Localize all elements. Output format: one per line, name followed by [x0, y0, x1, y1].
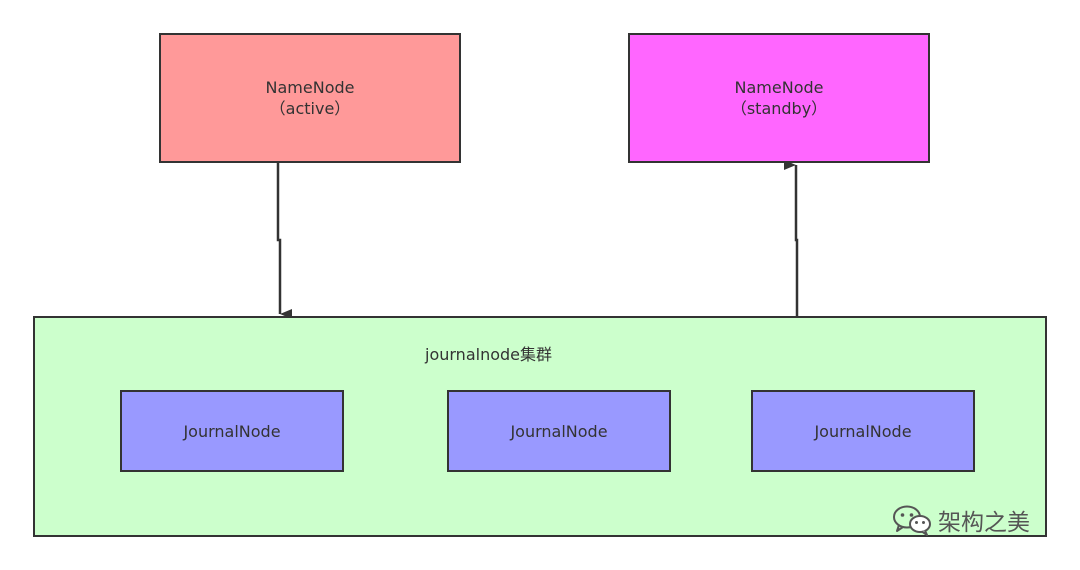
wechat-icon: [893, 505, 931, 536]
cluster-title: journalnode集群: [425, 345, 552, 364]
journalnode-label: JournalNode: [510, 421, 608, 441]
journalnode-label: JournalNode: [814, 421, 912, 441]
namenode-active-title: NameNode: [265, 78, 355, 97]
journalnode-label: JournalNode: [183, 421, 281, 441]
arrow-cluster-to-standby: [784, 160, 799, 316]
namenode-standby-subtitle: （standby）: [730, 99, 828, 118]
namenode-active-box: NameNode （active）: [159, 33, 461, 163]
journalnode-box-3: JournalNode: [751, 390, 975, 472]
arrow-active-to-cluster: [276, 163, 292, 319]
journalnode-box-1: JournalNode: [120, 390, 344, 472]
watermark: 架构之美: [892, 503, 1030, 537]
journalnode-cluster-box: journalnode集群 JournalNode JournalNode Jo…: [33, 316, 1047, 537]
namenode-active-subtitle: （active）: [269, 99, 351, 118]
journalnode-box-2: JournalNode: [447, 390, 671, 472]
namenode-standby-box: NameNode （standby）: [628, 33, 930, 163]
namenode-standby-title: NameNode: [734, 78, 824, 97]
watermark-text: 架构之美: [938, 510, 1030, 536]
